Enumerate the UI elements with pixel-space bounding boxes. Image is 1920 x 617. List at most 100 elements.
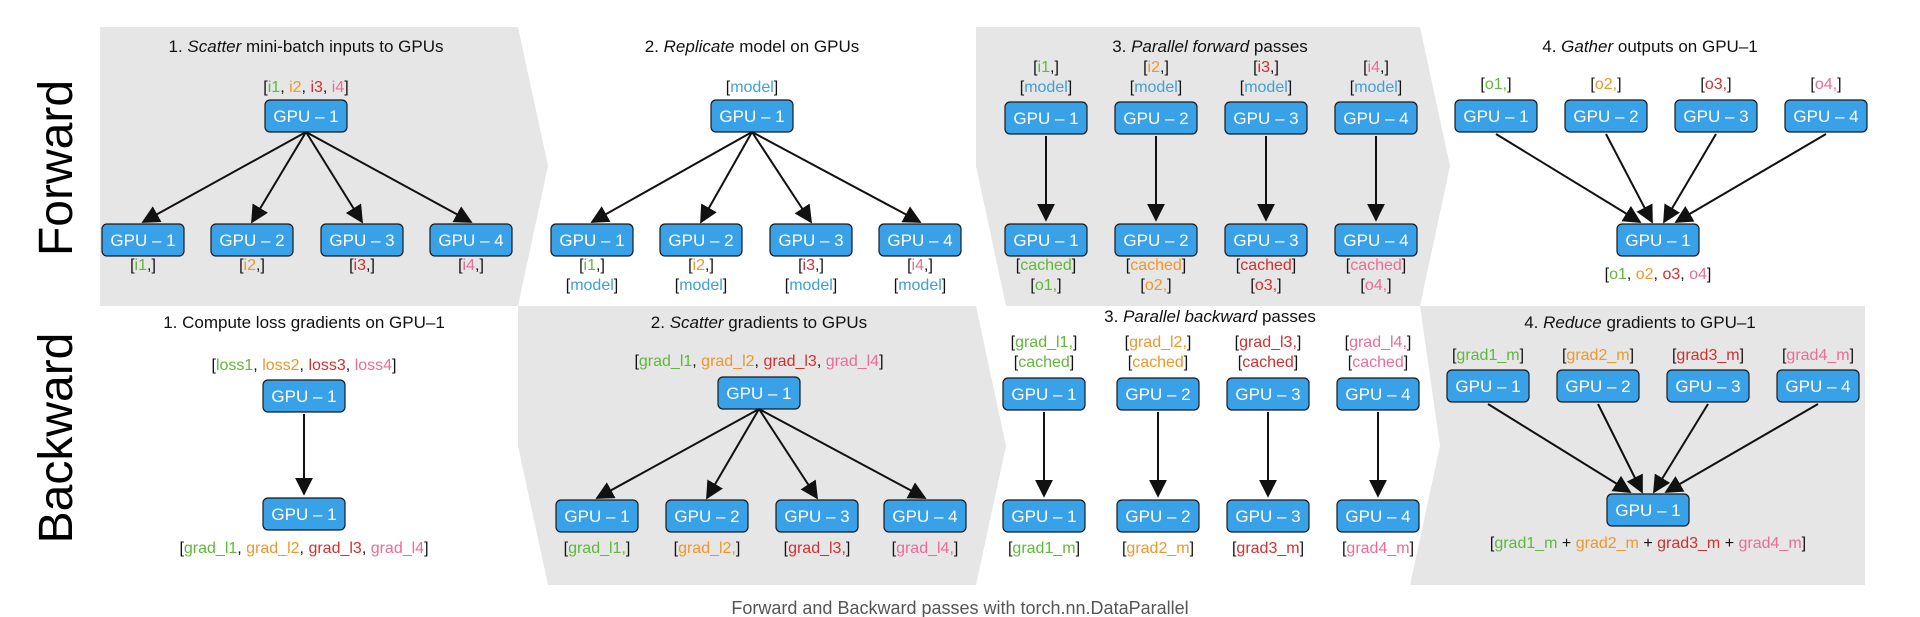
gpu-box xyxy=(1334,223,1418,257)
forward-stage-3-output-4-line-1: [cached] xyxy=(1346,257,1407,274)
gpu-label: GPU – 3 xyxy=(1675,377,1740,396)
gpu-label: GPU – 3 xyxy=(1235,507,1300,526)
gpu-label: GPU – 1 xyxy=(273,107,338,126)
forward-stage-3-input-1-line-1: [i1,] xyxy=(1033,59,1059,76)
gpu-box xyxy=(1224,101,1308,135)
forward-stage-2-target-4-line-2: [model] xyxy=(894,277,946,294)
gpu-label: GPU – 1 xyxy=(1011,385,1076,404)
backward-stage-3-input-4-line-1: [grad_l4,] xyxy=(1345,334,1412,351)
gpu-label: GPU – 3 xyxy=(1233,231,1298,250)
gpu-box xyxy=(1606,493,1690,527)
gpu-box xyxy=(665,499,749,533)
gpu-box xyxy=(550,223,634,257)
backward-stage-2-source-label: [grad_l1, grad_l2, grad_l3, grad_l4] xyxy=(634,353,883,370)
backward-stage-3-output-2-line-1: [grad2_m] xyxy=(1122,540,1194,557)
gpu-label: GPU – 1 xyxy=(564,507,629,526)
backward-stage-2-target-1-line-1: [grad_l1,] xyxy=(564,540,631,557)
gpu-label: GPU – 1 xyxy=(1625,231,1690,250)
gpu-label: GPU – 1 xyxy=(1455,377,1520,396)
backward-stage-2-target-3-line-1: [grad_l3,] xyxy=(784,540,851,557)
diagram-caption: Forward and Backward passes with torch.n… xyxy=(731,598,1188,617)
forward-stage-2-arrow-4 xyxy=(751,131,922,223)
gpu-label: GPU – 3 xyxy=(329,231,394,250)
gpu-box xyxy=(1226,499,1310,533)
backward-stage-2-arrow-3 xyxy=(758,408,818,500)
gpu-label: GPU – 4 xyxy=(892,507,957,526)
forward-stage-4-arrow-4 xyxy=(1674,133,1827,223)
gpu-box xyxy=(1004,101,1088,135)
gpu-box xyxy=(210,223,294,257)
forward-stage-4-gpu-3: GPU – 3 xyxy=(1674,99,1758,133)
gpu-box xyxy=(262,379,346,413)
forward-stage-3-output-1-line-1: [cached] xyxy=(1016,257,1077,274)
forward-stage-2-gpu-1: GPU – 1 xyxy=(550,223,634,257)
backward-stage-4-title: 4. Reduce gradients to GPU–1 xyxy=(1524,313,1756,332)
backward-stage-4-gpu-2: GPU – 2 xyxy=(1556,369,1640,403)
backward-stage-3-top-gpu-3: GPU – 3 xyxy=(1226,377,1310,411)
forward-stage-1-arrow-3 xyxy=(305,131,363,224)
forward-stage-2-source-gpu: GPU – 1 xyxy=(710,99,794,133)
backward-stage-2-gpu-3: GPU – 3 xyxy=(775,499,859,533)
gpu-box xyxy=(1334,101,1418,135)
forward-stage-4-source-3-line-1: [o3,] xyxy=(1700,76,1731,93)
backward-stage-2-arrow-4 xyxy=(758,408,927,499)
forward-stage-2-target-2-line-1: [i2,] xyxy=(688,257,714,274)
forward-stage-4-arrow-3 xyxy=(1663,133,1717,224)
backward-stage-3-bottom-gpu-1: GPU – 1 xyxy=(1002,499,1086,533)
backward-stage-3-bottom-gpu-3: GPU – 3 xyxy=(1226,499,1310,533)
backward-stage-3-top-gpu-4: GPU – 4 xyxy=(1336,377,1420,411)
forward-stage-3-band xyxy=(976,27,1450,306)
forward-stage-3-output-2-line-1: [cached] xyxy=(1126,257,1187,274)
gpu-label: GPU – 1 xyxy=(1013,109,1078,128)
gpu-box xyxy=(1116,377,1200,411)
forward-stage-2-arrow-3 xyxy=(751,131,812,224)
forward-stage-3-top-gpu-2: GPU – 2 xyxy=(1114,101,1198,135)
forward-stage-3-top-gpu-3: GPU – 3 xyxy=(1224,101,1308,135)
gpu-box xyxy=(1336,499,1420,533)
gpu-box xyxy=(101,223,185,257)
backward-stage-2-target-4-line-1: [grad_l4,] xyxy=(892,540,959,557)
gpu-box xyxy=(659,223,743,257)
gpu-box xyxy=(1776,369,1860,403)
gpu-label: GPU – 4 xyxy=(1785,377,1850,396)
gpu-box xyxy=(1114,101,1198,135)
gpu-box xyxy=(1226,377,1310,411)
gpu-label: GPU – 4 xyxy=(1345,507,1410,526)
forward-row-label: Forward xyxy=(30,80,83,256)
forward-stage-2-target-2-line-2: [model] xyxy=(675,277,727,294)
gpu-box xyxy=(1784,99,1868,133)
forward-stage-3-input-1-line-2: [model] xyxy=(1020,79,1072,96)
gpu-box xyxy=(1454,99,1538,133)
gpu-label: GPU – 2 xyxy=(1123,109,1188,128)
backward-stage-3-input-4-line-2: [cached] xyxy=(1348,354,1409,371)
forward-stage-1-target-2-line-1: [i2,] xyxy=(239,257,265,274)
gpu-box xyxy=(1556,369,1640,403)
gpu-label: GPU – 3 xyxy=(1235,385,1300,404)
backward-stage-1-target-label: [grad_l1, grad_l2, grad_l3, grad_l4] xyxy=(179,540,428,557)
gpu-box xyxy=(1224,223,1308,257)
forward-stage-3-output-2-line-2: [o2,] xyxy=(1140,277,1171,294)
forward-stage-2-target-1-line-1: [i1,] xyxy=(579,257,605,274)
gpu-label: GPU – 3 xyxy=(1683,107,1748,126)
gpu-label: GPU – 2 xyxy=(1125,507,1190,526)
forward-stage-2-target-1-line-2: [model] xyxy=(566,277,618,294)
gpu-label: GPU – 2 xyxy=(1573,107,1638,126)
gpu-box xyxy=(1116,499,1200,533)
forward-stage-1-target-4-line-1: [i4,] xyxy=(458,257,484,274)
backward-stage-4-source-4-line-1: [grad4_m] xyxy=(1782,347,1854,364)
backward-stage-4-arrow-3 xyxy=(1653,403,1709,494)
gpu-box xyxy=(1616,223,1700,257)
forward-stage-3-input-2-line-1: [i2,] xyxy=(1143,59,1169,76)
gpu-box xyxy=(1002,377,1086,411)
forward-stage-2-arrow-1 xyxy=(590,131,753,223)
forward-stage-1-gpu-3: GPU – 3 xyxy=(320,223,404,257)
backward-stage-4-gpu-1: GPU – 1 xyxy=(1446,369,1530,403)
gpu-box xyxy=(878,223,962,257)
forward-stage-4-gpu-4: GPU – 4 xyxy=(1784,99,1868,133)
forward-stage-3-output-3-line-1: [cached] xyxy=(1236,257,1297,274)
gpu-label: GPU – 4 xyxy=(1345,385,1410,404)
gpu-label: GPU – 3 xyxy=(1233,109,1298,128)
forward-stage-4-arrow-1 xyxy=(1495,133,1642,223)
backward-stage-3-input-1-line-2: [cached] xyxy=(1014,354,1075,371)
